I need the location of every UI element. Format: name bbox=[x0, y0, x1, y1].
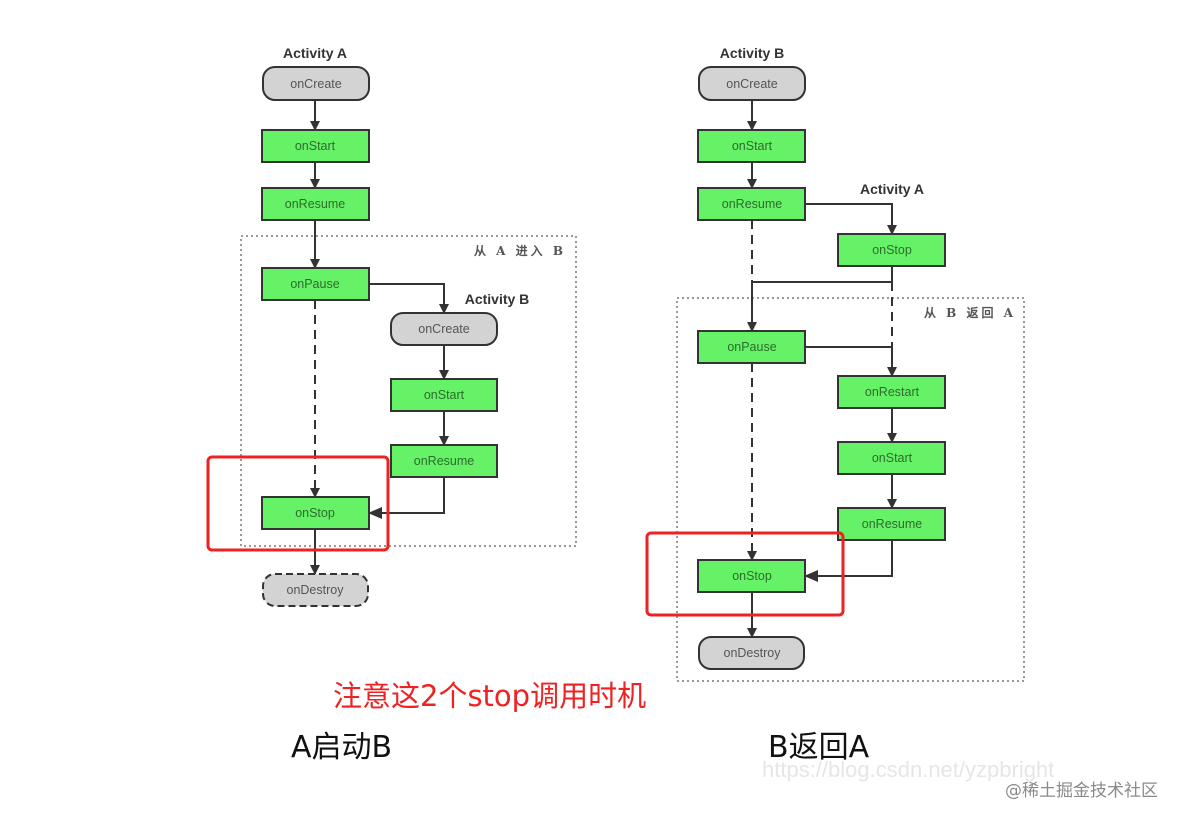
node-label: onResume bbox=[722, 197, 782, 211]
node-label: onStart bbox=[424, 388, 465, 402]
node-label: onStart bbox=[872, 451, 913, 465]
node-label: onCreate bbox=[290, 77, 341, 91]
left-activity-b-title: Activity B bbox=[465, 291, 530, 307]
right-b-ondestroy-node: onDestroy bbox=[698, 636, 805, 670]
node-label: onCreate bbox=[726, 77, 777, 91]
left-highlight-box bbox=[206, 455, 390, 552]
node-label: onResume bbox=[414, 454, 474, 468]
caption-left: A启动B bbox=[291, 730, 393, 765]
right-a-onstart-node: onStart bbox=[837, 441, 946, 475]
left-a-onstop-node: onStop bbox=[261, 496, 370, 530]
right-b-onstop-node: onStop bbox=[697, 559, 806, 593]
left-b-oncreate-node: onCreate bbox=[390, 312, 498, 346]
left-b-onstart-node: onStart bbox=[390, 378, 498, 412]
left-a-oncreate-node: onCreate bbox=[262, 66, 370, 101]
caption-right: B返回A bbox=[768, 730, 870, 765]
node-label: onStart bbox=[732, 139, 773, 153]
node-label: onPause bbox=[727, 340, 776, 354]
node-label: onPause bbox=[290, 277, 339, 291]
right-activity-b-title: Activity B bbox=[720, 45, 785, 61]
node-label: onDestroy bbox=[287, 583, 345, 597]
right-b-onresume-node: onResume bbox=[697, 187, 806, 221]
node-label: onCreate bbox=[418, 322, 469, 336]
right-highlight-box bbox=[645, 531, 845, 617]
right-a-onstop-node: onStop bbox=[837, 233, 946, 267]
region-label-a-to-b: 从 A 进入 B bbox=[474, 243, 566, 258]
right-b-oncreate-node: onCreate bbox=[698, 66, 806, 101]
left-b-onresume-node: onResume bbox=[390, 444, 498, 478]
arrow-left-pause-to-b-create bbox=[369, 283, 449, 314]
arrow-right-a-resume-to-b-stop bbox=[804, 540, 893, 582]
right-a-onrestart-node: onRestart bbox=[837, 375, 946, 409]
left-a-ondestroy-node: onDestroy bbox=[262, 573, 369, 607]
left-a-onpause-node: onPause bbox=[261, 267, 370, 301]
region-a-to-b bbox=[240, 235, 577, 547]
left-a-onstart-node: onStart bbox=[261, 129, 370, 163]
node-label: onRestart bbox=[865, 385, 920, 399]
node-label: onResume bbox=[862, 517, 922, 531]
node-label: onStop bbox=[872, 243, 912, 257]
annotation-note: 注意这2个stop调用时机 bbox=[333, 679, 647, 713]
left-activity-a-title: Activity A bbox=[283, 45, 347, 61]
node-label: onDestroy bbox=[724, 646, 782, 660]
watermark-site: @稀土掘金技术社区 bbox=[1005, 781, 1158, 801]
right-b-onstart-node: onStart bbox=[697, 129, 806, 163]
node-label: onStop bbox=[732, 569, 772, 583]
watermark-url: https://blog.csdn.net/yzpbright bbox=[762, 757, 1055, 782]
left-a-onresume-node: onResume bbox=[261, 187, 370, 221]
node-label: onStop bbox=[295, 506, 335, 520]
right-a-onresume-node: onResume bbox=[837, 507, 946, 541]
arrow-right-resume-to-a-stop bbox=[805, 203, 897, 235]
right-activity-a-title: Activity A bbox=[860, 181, 924, 197]
node-label: onStart bbox=[295, 139, 336, 153]
region-label-b-to-a: 从 B 返回 A bbox=[924, 305, 1016, 320]
node-label: onResume bbox=[285, 197, 345, 211]
right-b-onpause-node: onPause bbox=[697, 330, 806, 364]
arrow-left-b-resume-to-a-stop bbox=[368, 477, 445, 519]
